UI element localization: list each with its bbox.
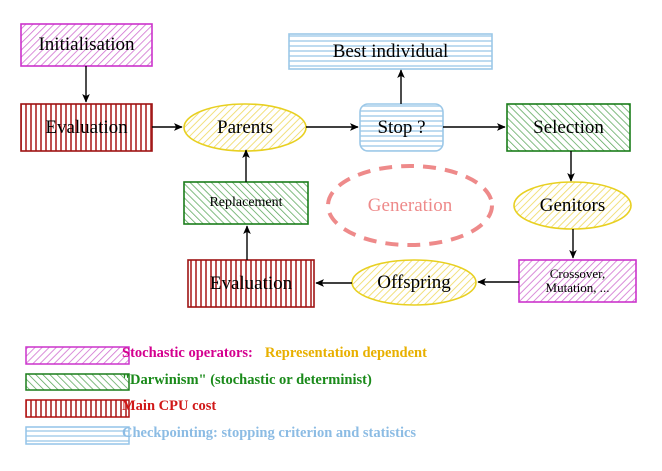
legend-segment-stochastic-operators-0: Stochastic operators: bbox=[122, 345, 253, 361]
legend-segment-darwinism-0: "Darwinism" (stochastic or determinist) bbox=[122, 372, 372, 388]
legend-swatch-darwinism bbox=[25, 373, 130, 391]
legend-label-stochastic-operators: Stochastic operators: Representation depe… bbox=[122, 345, 427, 362]
node-shape-evaluation-top bbox=[20, 103, 153, 152]
legend-segment-main-cpu-cost-0: Main CPU cost bbox=[122, 398, 217, 414]
nodes-group bbox=[20, 23, 637, 308]
legend-label-main-cpu-cost: Main CPU cost bbox=[122, 398, 216, 415]
node-shape-crossover bbox=[518, 259, 637, 303]
legend-segment-stochastic-operators-1: Representation dependent bbox=[264, 345, 427, 361]
node-shape-selection bbox=[506, 103, 631, 152]
node-shape-best-individual bbox=[288, 33, 493, 70]
legend-swatch-main-cpu-cost bbox=[25, 399, 130, 418]
node-shape-offspring bbox=[351, 259, 477, 306]
legend-swatch-stochastic-operators bbox=[25, 346, 130, 365]
legend-segment-checkpointing-0: Checkpointing: stopping criterion and st… bbox=[122, 425, 417, 441]
legend-label-darwinism: "Darwinism" (stochastic or determinist) bbox=[122, 372, 372, 389]
legend-swatches-group bbox=[25, 346, 130, 445]
node-shape-evaluation-bot bbox=[187, 259, 315, 308]
legend-label-checkpointing: Checkpointing: stopping criterion and st… bbox=[122, 425, 416, 442]
node-shape-generation bbox=[326, 164, 494, 247]
node-shape-initialisation bbox=[20, 23, 153, 67]
legend-swatch-checkpointing bbox=[25, 426, 130, 445]
node-shape-replacement bbox=[183, 181, 309, 225]
node-shape-genitors bbox=[513, 181, 632, 230]
node-shape-parents bbox=[183, 103, 307, 152]
node-shape-stop bbox=[359, 103, 444, 152]
edges-group bbox=[82, 66, 577, 287]
